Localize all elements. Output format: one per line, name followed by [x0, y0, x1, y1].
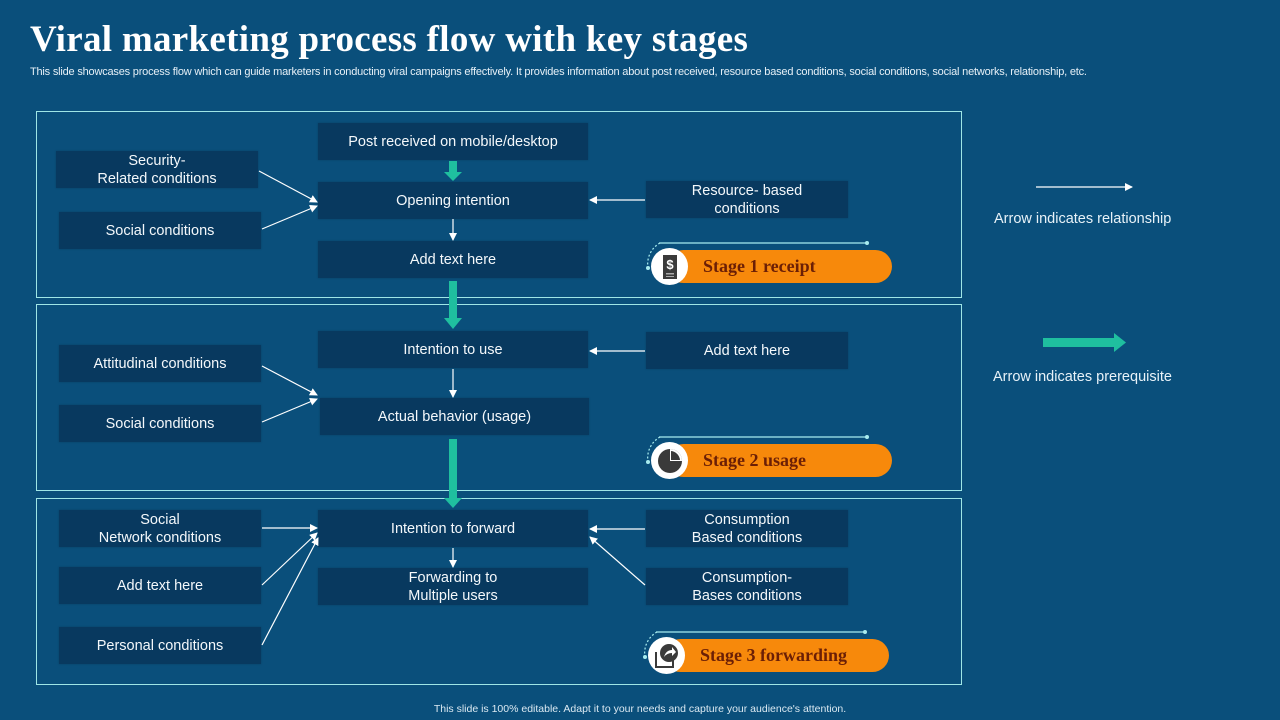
svg-text:$: $ [666, 257, 674, 272]
box-social-conditions-1: Social conditions [59, 212, 261, 249]
footer-note: This slide is 100% editable. Adapt it to… [433, 703, 847, 715]
box-resource-conditions: Resource- based conditions [646, 181, 848, 218]
box-security-conditions: Security- Related conditions [56, 151, 258, 188]
box-attitudinal-conditions: Attitudinal conditions [59, 345, 261, 382]
box-personal-conditions: Personal conditions [59, 627, 261, 664]
stage-2-panel [36, 304, 962, 491]
box-social-network-conditions: Social Network conditions [59, 510, 261, 547]
box-add-text-stage-2: Add text here [646, 332, 848, 369]
box-add-text-stage-3: Add text here [59, 567, 261, 604]
box-forwarding-users: Forwarding to Multiple users [318, 568, 588, 605]
dollar-receipt-icon: $ [651, 248, 688, 285]
box-consumption-based-conditions: Consumption Based conditions [646, 510, 848, 547]
box-opening-intention: Opening intention [318, 182, 588, 219]
stage-2-badge: Stage 2 usage [647, 442, 892, 479]
box-actual-behavior: Actual behavior (usage) [320, 398, 589, 435]
stage-3-panel [36, 498, 962, 685]
box-social-conditions-2: Social conditions [59, 405, 261, 442]
legend-relationship-label: Arrow indicates relationship [994, 211, 1172, 227]
legend-prerequisite-arrow [1043, 333, 1126, 352]
stage-1-label: Stage 1 receipt [667, 250, 892, 283]
box-post-received: Post received on mobile/desktop [318, 123, 588, 160]
stage-2-label: Stage 2 usage [667, 444, 892, 477]
slide-subtitle: This slide showcases process flow which … [30, 66, 1087, 78]
slide-title: Viral marketing process flow with key st… [30, 19, 749, 60]
box-add-text-stage-1: Add text here [318, 241, 588, 278]
box-consumption-bases-conditions: Consumption- Bases conditions [646, 568, 848, 605]
box-intention-to-forward: Intention to forward [318, 510, 588, 547]
share-forward-icon [648, 637, 685, 674]
pie-chart-icon [651, 442, 688, 479]
box-intention-to-use: Intention to use [318, 331, 588, 368]
stage-1-panel [36, 111, 962, 298]
stage-3-badge: Stage 3 forwarding [644, 637, 889, 674]
legend-prerequisite-label: Arrow indicates prerequisite [993, 369, 1172, 385]
stage-3-label: Stage 3 forwarding [664, 639, 889, 672]
stage-1-badge: $ Stage 1 receipt [647, 248, 892, 285]
